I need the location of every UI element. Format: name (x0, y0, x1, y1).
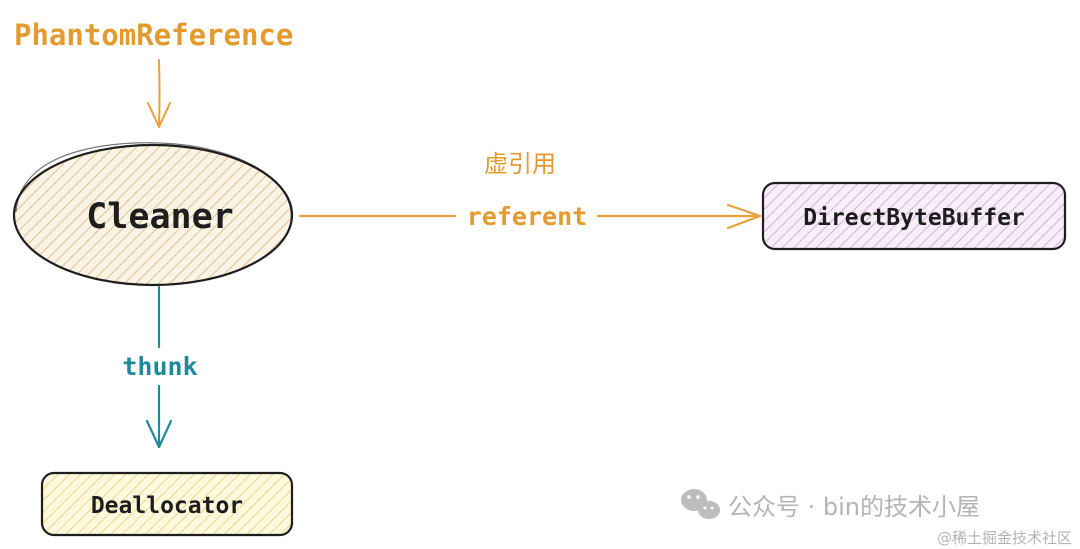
phantom-reference-title: PhantomReference (14, 18, 293, 52)
juejin-watermark: @稀土掘金技术社区 (937, 529, 1072, 547)
thunk-edge (145, 285, 173, 449)
wechat-watermark: 公众号 · bin的技术小屋 (681, 489, 980, 521)
referent-label: referent (467, 202, 587, 231)
deallocator-label: Deallocator (91, 493, 243, 519)
direct-byte-buffer-label: DirectByteBuffer (803, 205, 1025, 231)
cleaner-label: Cleaner (86, 197, 234, 237)
direct-byte-buffer-node: DirectByteBuffer (761, 181, 1067, 251)
wechat-watermark-text: 公众号 · bin的技术小屋 (728, 493, 980, 521)
title-to-cleaner-arrow (147, 59, 171, 128)
referent-sublabel: 虚引用 (484, 150, 556, 178)
referent-edge (298, 203, 762, 230)
deallocator-node: Deallocator (40, 471, 294, 537)
wechat-icon (681, 489, 720, 519)
thunk-label: thunk (122, 352, 197, 381)
cleaner-node: Cleaner (12, 142, 294, 287)
